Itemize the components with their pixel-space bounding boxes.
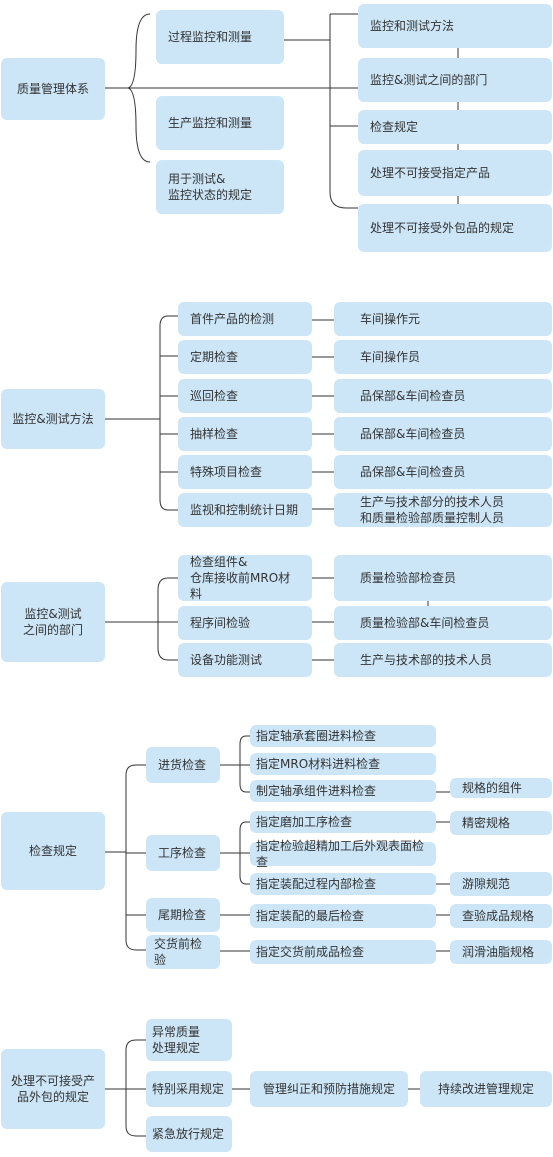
dept-role-3: 生产与技术部的技术人员 xyxy=(334,643,552,677)
node-monitor-test-departments: 监控&测试之间的部门 xyxy=(358,58,552,102)
delivery-item: 指定交货前成品检查 xyxy=(250,940,436,964)
final-item: 指定装配的最后检查 xyxy=(250,904,436,928)
dept-role-1: 质量检验部检查员 xyxy=(334,555,552,601)
node-nonconforming-outsourced: 处理不可接受外包品的规定 xyxy=(358,204,552,252)
handling-item-3: 紧急放行规定 xyxy=(146,1116,232,1152)
group-process: 工序检查 xyxy=(146,835,220,871)
chain-continuous-improvement: 持续改进管理规定 xyxy=(420,1071,552,1107)
dept-item-2: 程序间检验 xyxy=(178,606,312,640)
method-role-4: 品保部&车间检查员 xyxy=(334,417,552,451)
root-quality-management-system: 质量管理体系 xyxy=(1,58,105,120)
handling-item-2: 特别采用规定 xyxy=(146,1071,232,1107)
node-monitor-test-methods: 监控和测试方法 xyxy=(358,4,552,48)
process-spec-2: 游隙规范 xyxy=(450,872,552,896)
method-item-3: 巡回检查 xyxy=(178,379,312,413)
dept-item-1: 检查组件& 仓库接收前MRO材料 xyxy=(178,555,312,601)
method-role-3: 品保部&车间检查员 xyxy=(334,379,552,413)
group-incoming: 进货检查 xyxy=(146,747,220,783)
method-role-1: 车间操作元 xyxy=(334,302,552,336)
root-nonconforming-outsourced: 处理不可接受产 品外包的规定 xyxy=(1,1049,105,1129)
group-delivery: 交货前检验 xyxy=(146,935,220,969)
node-inspection-rules: 检查规定 xyxy=(358,110,552,144)
root-monitor-test-departments: 监控&测试 之间的部门 xyxy=(1,582,105,662)
method-item-4: 抽样检查 xyxy=(178,417,312,451)
process-item-3: 指定装配过程内部检查 xyxy=(250,873,436,895)
incoming-item-1: 指定轴承套圈进料检查 xyxy=(250,725,436,747)
node-process-monitoring: 过程监控和测量 xyxy=(156,10,284,64)
process-spec-1: 精密规格 xyxy=(450,811,552,835)
dept-role-2: 质量检验部&车间检查员 xyxy=(334,606,552,640)
method-role-5: 品保部&车间检查员 xyxy=(334,455,552,489)
method-role-2: 车间操作员 xyxy=(334,340,552,374)
node-production-monitoring: 生产监控和测量 xyxy=(156,96,284,150)
handling-item-1: 异常质量 处理规定 xyxy=(146,1019,232,1061)
method-item-6: 监视和控制统计日期 xyxy=(178,493,312,527)
root-monitor-test-methods: 监控&测试方法 xyxy=(1,389,105,449)
node-nonconforming-product: 处理不可接受指定产品 xyxy=(358,150,552,196)
dept-item-3: 设备功能测试 xyxy=(178,643,312,677)
method-item-5: 特殊项目检查 xyxy=(178,455,312,489)
chain-corrective-preventive: 管理纠正和预防措施规定 xyxy=(250,1071,408,1107)
delivery-spec: 润滑油脂规格 xyxy=(450,940,552,964)
final-spec: 查验成品规格 xyxy=(450,904,552,928)
group-final: 尾期检查 xyxy=(146,898,220,932)
root-inspection-rules: 检查规定 xyxy=(1,812,105,890)
incoming-spec: 规格的组件 xyxy=(450,778,552,798)
node-test-status-rules: 用于测试& 监控状态的规定 xyxy=(156,160,284,214)
process-item-1: 指定磨加工序检查 xyxy=(250,811,436,833)
method-item-1: 首件产品的检测 xyxy=(178,302,312,336)
incoming-item-2: 指定MRO材料进料检查 xyxy=(250,753,436,775)
method-role-6: 生产与技术部分的技术人员 和质量检验部质量控制人员 xyxy=(334,493,552,527)
incoming-item-3: 制定轴承组件进料检查 xyxy=(250,780,436,802)
method-item-2: 定期检查 xyxy=(178,340,312,374)
process-item-2: 指定检验超精加工后外观表面检查 xyxy=(250,839,436,869)
